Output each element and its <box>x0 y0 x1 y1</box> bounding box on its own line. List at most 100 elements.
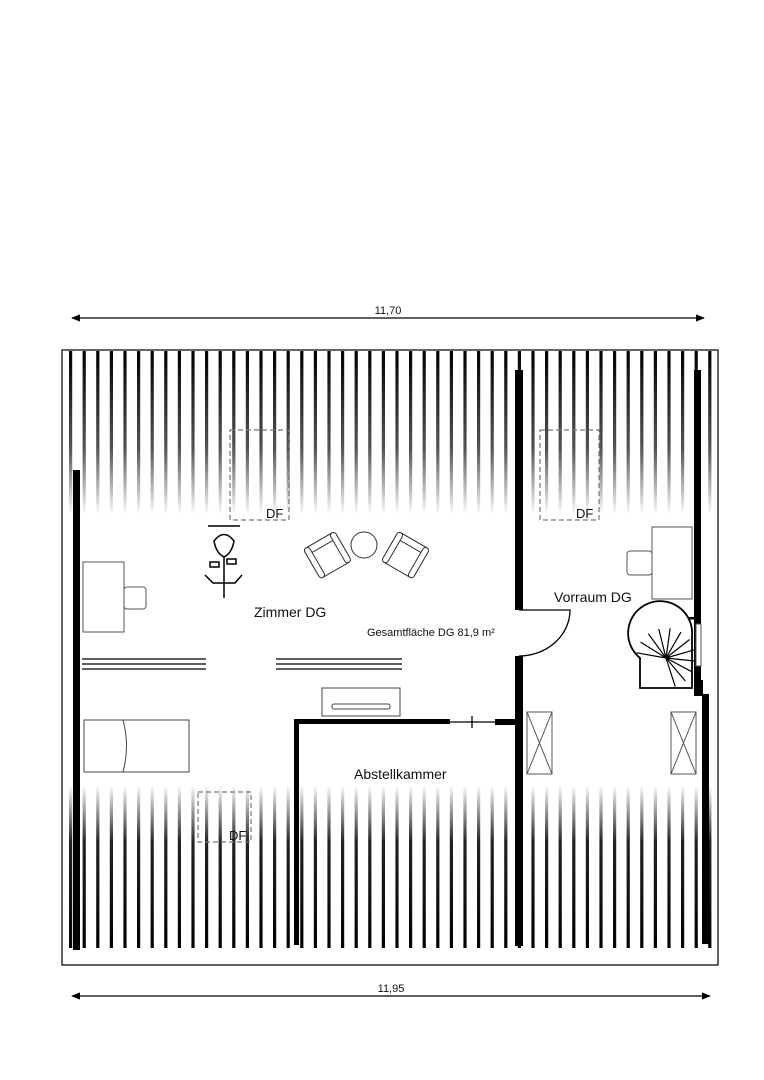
hatch-line <box>232 785 236 948</box>
hatch-line <box>259 351 263 515</box>
hatch-line <box>205 351 209 515</box>
skylight-label: DF <box>576 506 593 521</box>
hatch-line <box>245 785 249 948</box>
wardrobe <box>670 711 697 775</box>
dimension-label-top: 11,70 <box>375 305 402 317</box>
hatch-line <box>123 351 127 515</box>
hatch-line <box>640 351 644 515</box>
hatch-line <box>626 351 630 515</box>
hatch-line <box>381 351 385 515</box>
hatch-line <box>245 351 249 515</box>
hatch-line <box>504 785 508 948</box>
stair-step <box>665 657 696 662</box>
hatch-line <box>327 785 331 948</box>
hatch-line <box>449 785 453 948</box>
hatch-line <box>232 351 236 515</box>
hatch-line <box>137 785 141 948</box>
hatch-line <box>694 785 698 948</box>
skylight: DF <box>229 429 290 521</box>
hatch-line <box>572 351 576 515</box>
hatch-line <box>218 785 222 948</box>
hatch-line <box>96 351 100 515</box>
hatch-line <box>449 351 453 515</box>
hatch-line <box>477 785 481 948</box>
hatch-line <box>667 351 671 515</box>
hatch-line <box>558 785 562 948</box>
skylight-label: DF <box>229 828 246 843</box>
hatch-line <box>150 785 154 948</box>
hatch-line <box>599 351 603 515</box>
hatch-line <box>477 351 481 515</box>
hatch-line <box>681 785 685 948</box>
hatch-line <box>218 351 222 515</box>
hatch-line <box>409 785 413 948</box>
room-label-zimmer: Zimmer DG <box>254 604 326 620</box>
hatch-line <box>613 351 617 515</box>
hatch-line <box>313 785 317 948</box>
hatch-line <box>82 351 86 515</box>
hatch-line <box>313 351 317 515</box>
roof-slope-hatching <box>69 351 712 948</box>
outer-outline <box>61 349 719 966</box>
dimension-label-bottom: 11,95 <box>378 983 405 995</box>
wardrobe <box>526 711 553 775</box>
hatch-line <box>558 351 562 515</box>
stair-step <box>665 628 671 659</box>
hatch-line <box>545 785 549 948</box>
hatch-line <box>341 351 345 515</box>
hatch-line <box>286 351 290 515</box>
stair-step <box>665 639 691 659</box>
room-label-vorraum: Vorraum DG <box>554 589 632 605</box>
hatch-line <box>109 785 113 948</box>
hatch-line <box>82 785 86 948</box>
hatch-line <box>667 785 671 948</box>
skylight: DF <box>197 791 252 843</box>
hatch-line <box>164 351 168 515</box>
hatch-line <box>395 785 399 948</box>
desk-left <box>82 561 147 633</box>
dimension-bottom: 11,95 <box>71 983 711 1000</box>
hatch-line <box>368 785 372 948</box>
hatch-line <box>191 785 195 948</box>
hatch-line <box>286 785 290 948</box>
stair-step <box>665 657 676 687</box>
hatch-line <box>259 785 263 948</box>
hatch-line <box>422 785 426 948</box>
stair-step <box>665 631 682 659</box>
hatch-line <box>585 785 589 948</box>
room-label-abstellkammer: Abstellkammer <box>354 766 447 782</box>
spiral-staircase <box>627 600 702 689</box>
half-wall <box>82 658 402 670</box>
hatch-line <box>599 785 603 948</box>
exercise-bike <box>204 525 243 598</box>
hatch-line <box>354 785 358 948</box>
hatch-line <box>327 351 331 515</box>
total-area-label: Gesamtfläche DG 81,9 m² <box>367 627 495 639</box>
hatch-line <box>368 351 372 515</box>
hatch-line <box>585 351 589 515</box>
stair-step <box>640 641 667 659</box>
hatch-line <box>708 351 712 515</box>
hatch-line <box>395 351 399 515</box>
hatch-line <box>681 351 685 515</box>
hatch-line <box>640 785 644 948</box>
hatch-line <box>436 785 440 948</box>
hatch-line <box>354 351 358 515</box>
hatch-line <box>273 785 277 948</box>
hatch-line <box>653 351 657 515</box>
hatch-line <box>545 351 549 515</box>
door-swing <box>518 609 571 657</box>
hatch-line <box>69 785 73 948</box>
hatch-line <box>137 351 141 515</box>
hatch-line <box>123 785 127 948</box>
stair-step <box>658 628 667 659</box>
hatch-line <box>409 351 413 515</box>
stair-step <box>665 657 693 673</box>
hatch-line <box>463 351 467 515</box>
hatch-line <box>613 785 617 948</box>
hatch-line <box>177 785 181 948</box>
hatch-line <box>436 351 440 515</box>
hatch-line <box>381 785 385 948</box>
hatch-line <box>463 785 467 948</box>
dimension-top: 11,70 <box>71 305 705 322</box>
